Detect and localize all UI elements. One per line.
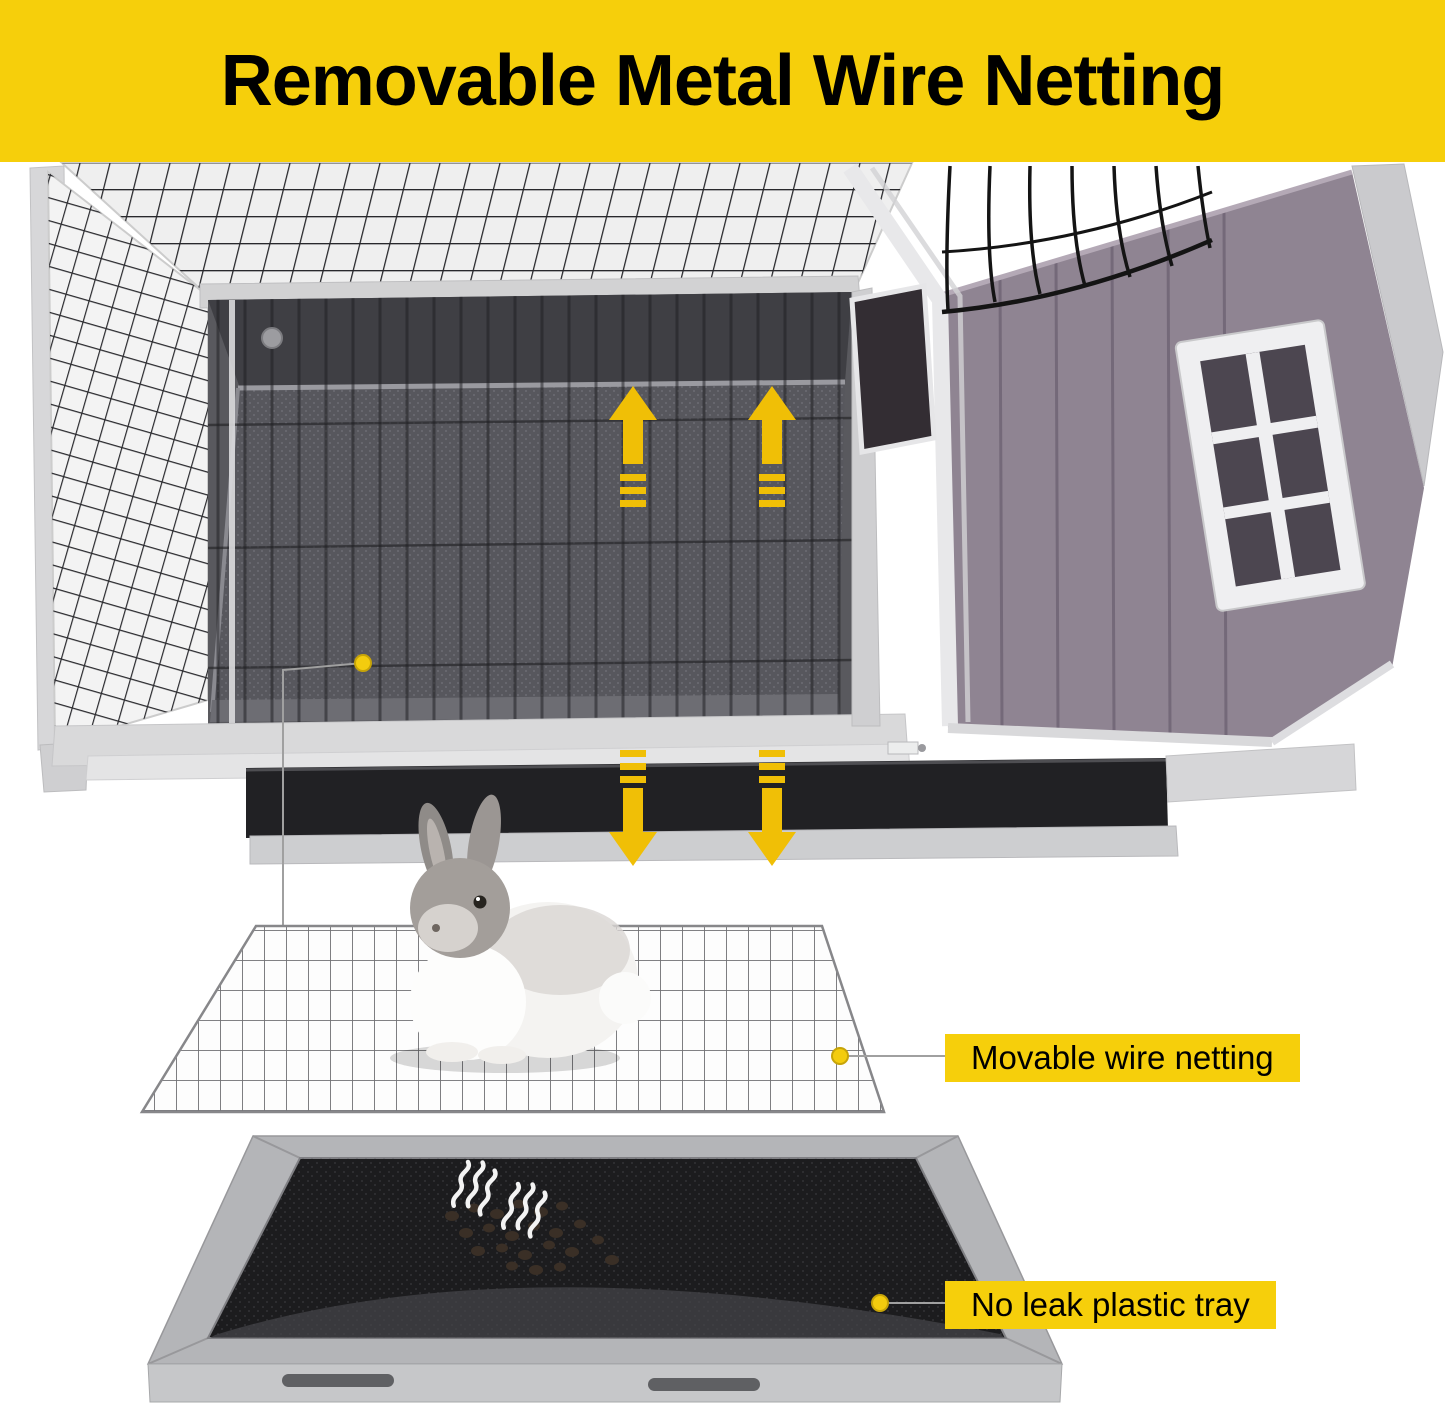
- house-gable-trim-shadow: [869, 166, 971, 723]
- up-arrow-icon: [609, 386, 657, 507]
- house-latch-knob: [918, 744, 926, 752]
- tray-slot-highlight: [245, 758, 1167, 772]
- cage-wire-horizontal-1: [207, 416, 853, 427]
- rabbit-nose: [432, 924, 440, 932]
- house-gable-trim: [843, 163, 958, 727]
- rabbit-tail: [599, 972, 651, 1024]
- house-wall: [938, 172, 1424, 742]
- hay-rack-wire-2: [987, 165, 997, 303]
- house-bottom-right-trim: [1269, 660, 1395, 746]
- rabbit-paw-left: [426, 1042, 478, 1062]
- title-banner: Removable Metal Wire Netting: [0, 0, 1445, 162]
- callout-plastic-tray-label: No leak plastic tray: [971, 1286, 1250, 1323]
- tray-basin-sheen: [210, 1287, 1005, 1338]
- tray-handle-right: [648, 1378, 760, 1391]
- leader-dot: [831, 1047, 849, 1065]
- house-doorway: [849, 283, 937, 455]
- cage-bars: [208, 292, 852, 726]
- house-roof-board: [1351, 163, 1444, 487]
- side-mesh: [48, 172, 208, 745]
- rabbit-paw-right: [478, 1046, 526, 1064]
- roof-mesh: [62, 163, 912, 296]
- plastic-tray: [146, 1135, 1064, 1403]
- hutch-house: [843, 163, 1444, 755]
- tray-slot-dark-band: [246, 758, 1168, 838]
- leader-cage-netting: [282, 654, 372, 1026]
- house-plank-3: [1110, 243, 1116, 731]
- hay-rack: [941, 165, 1213, 315]
- down-arrow-icon: [609, 750, 657, 866]
- water-bottle-cap: [261, 327, 283, 349]
- callout-plastic-tray: No leak plastic tray: [945, 1281, 1276, 1329]
- hay-rack-rim-lower: [941, 237, 1213, 315]
- house-plank-4: [1166, 227, 1172, 734]
- tray-corner-3: [1005, 1337, 1063, 1365]
- house-plank-2: [1054, 261, 1060, 729]
- base-frame-right: [1165, 743, 1357, 803]
- house-wall-top-edge: [937, 169, 1353, 299]
- hay-rack-wire-1: [945, 165, 952, 311]
- hay-rack-wire-6: [1154, 165, 1174, 267]
- house-bottom-trim: [947, 723, 1273, 747]
- rabbit-muzzle: [418, 904, 478, 952]
- page-title: Removable Metal Wire Netting: [220, 41, 1226, 121]
- leader-tray-label: [871, 1294, 948, 1312]
- up-arrow-icon: [748, 386, 796, 507]
- leader-dot: [871, 1294, 889, 1312]
- hutch-photo: [29, 162, 914, 793]
- rabbit-saddle: [490, 905, 630, 995]
- house-plank-1: [998, 277, 1004, 727]
- leader-dot: [354, 654, 372, 672]
- rabbit-chest: [410, 944, 526, 1060]
- window-mullion-vertical: [1245, 351, 1296, 580]
- tray-corner-1: [252, 1135, 301, 1159]
- rabbit-eye-highlight: [476, 897, 480, 901]
- steam-icon: [450, 1159, 498, 1217]
- leader-netting-label: [831, 1047, 948, 1065]
- tray-handle-left: [282, 1374, 394, 1387]
- rabbit-photo: [390, 794, 651, 1073]
- hay-rack-wire-5: [1112, 165, 1132, 278]
- callout-wire-netting: Movable wire netting: [945, 1034, 1300, 1082]
- steam-icon: [500, 1181, 548, 1239]
- tray-corner-4: [147, 1337, 209, 1365]
- window-mullion-horizontal-2: [1223, 490, 1330, 520]
- house-window: [1174, 319, 1366, 612]
- hay-rack-wire-7: [1196, 165, 1212, 249]
- window-mullion-horizontal-1: [1211, 415, 1318, 445]
- hay-rack-wire-4: [1070, 165, 1087, 287]
- hay-rack-rim-upper: [941, 190, 1213, 254]
- callout-wire-netting-label: Movable wire netting: [971, 1039, 1274, 1076]
- hay-rack-wire-3: [1027, 165, 1042, 295]
- house-latch: [887, 741, 919, 755]
- tray-basin-texture: [208, 1158, 1006, 1338]
- down-arrow-icon: [748, 750, 796, 866]
- tray-corner-2: [915, 1135, 959, 1159]
- cage-wire-horizontal-2: [207, 538, 853, 550]
- rabbit-eye: [473, 895, 487, 909]
- tray-front-face: [147, 1363, 1063, 1403]
